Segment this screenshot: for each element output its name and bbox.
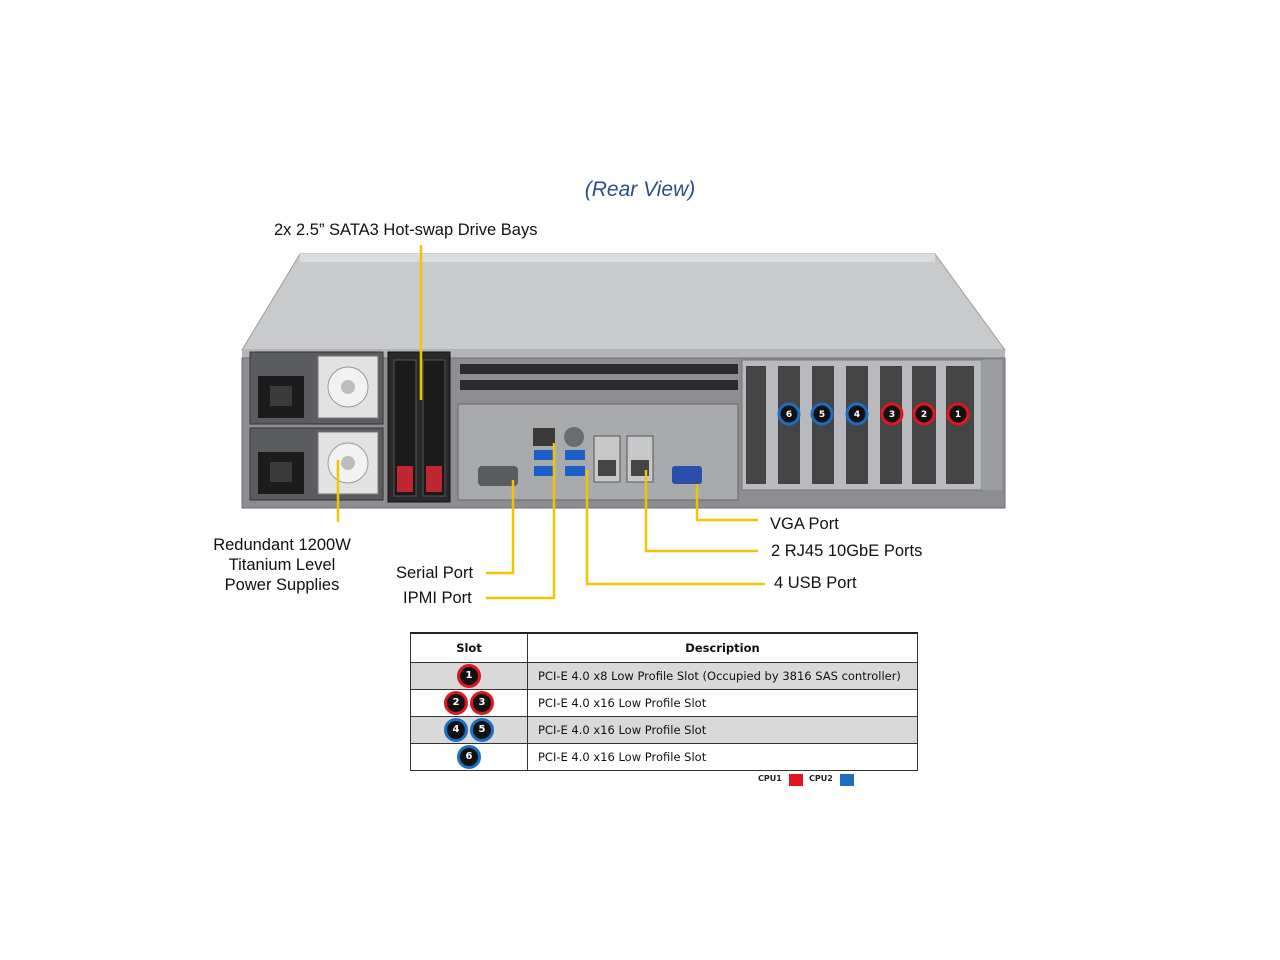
callout-lines [336, 245, 765, 600]
slot-badge: 2 [444, 691, 468, 715]
slot-badge: 6 [457, 745, 481, 769]
io-shield [457, 403, 739, 501]
slot-marker-label: 6 [786, 410, 792, 420]
slot-marker-label: 3 [889, 410, 895, 420]
legend-cpu1-swatch [789, 774, 803, 786]
table-row: 6 PCI-E 4.0 x16 Low Profile Slot [410, 743, 918, 771]
slot-marker-label: 2 [921, 410, 927, 420]
power-supply-bottom [249, 427, 384, 501]
page-title: (Rear View) [584, 178, 696, 201]
slot-marker-2 [912, 402, 936, 426]
description-cell: PCI-E 4.0 x8 Low Profile Slot (Occupied … [527, 662, 918, 690]
power-label-line3: Power Supplies [224, 576, 340, 594]
power-label-line1: Redundant 1200W [213, 536, 351, 554]
power-supply-top [249, 351, 384, 425]
slot-cell: 1 [410, 662, 528, 690]
slot-badge: 3 [470, 691, 494, 715]
legend-cpu2-swatch [840, 774, 854, 786]
legend-cpu2-label: CPU2 [809, 774, 833, 783]
ipmi-port-label: IPMI Port [403, 589, 472, 607]
slot-marker-label: 1 [955, 410, 961, 420]
hot-swap-drive-bays [387, 351, 451, 503]
slot-column-header: Slot [410, 632, 528, 663]
usb-port-label: 4 USB Port [774, 574, 857, 592]
slot-marker-4 [845, 402, 869, 426]
slot-marker-label: 5 [819, 410, 825, 420]
slot-marker-3 [880, 402, 904, 426]
slot-marker-label: 4 [854, 410, 860, 420]
slot-table: Slot Description 1 PCI-E 4.0 x8 Low Prof… [410, 632, 918, 771]
description-cell: PCI-E 4.0 x16 Low Profile Slot [527, 689, 918, 717]
slot-cell: 6 [410, 743, 528, 771]
description-column-header: Description [527, 632, 918, 663]
slot-marker-5 [810, 402, 834, 426]
power-label-line2: Titanium Level [228, 556, 336, 574]
description-cell: PCI-E 4.0 x16 Low Profile Slot [527, 716, 918, 744]
slot-marker-1 [946, 402, 970, 426]
slot-badge: 5 [470, 718, 494, 742]
description-cell: PCI-E 4.0 x16 Low Profile Slot [527, 743, 918, 771]
drive-bays-label: 2x 2.5” SATA3 Hot-swap Drive Bays [274, 221, 538, 239]
pcie-slot-area [741, 359, 1002, 491]
slot-badge: 4 [444, 718, 468, 742]
serial-port-label: Serial Port [396, 564, 474, 582]
slot-marker-6 [777, 402, 801, 426]
slot-badge: 1 [457, 664, 481, 688]
vga-port-label: VGA Port [770, 515, 839, 533]
legend-cpu1-label: CPU1 [758, 774, 782, 783]
power-supplies-label: Redundant 1200W Titanium Level Power Sup… [196, 535, 368, 595]
table-row: 1 PCI-E 4.0 x8 Low Profile Slot (Occupie… [410, 662, 918, 690]
rj45-ports-label: 2 RJ45 10GbE Ports [771, 542, 923, 560]
